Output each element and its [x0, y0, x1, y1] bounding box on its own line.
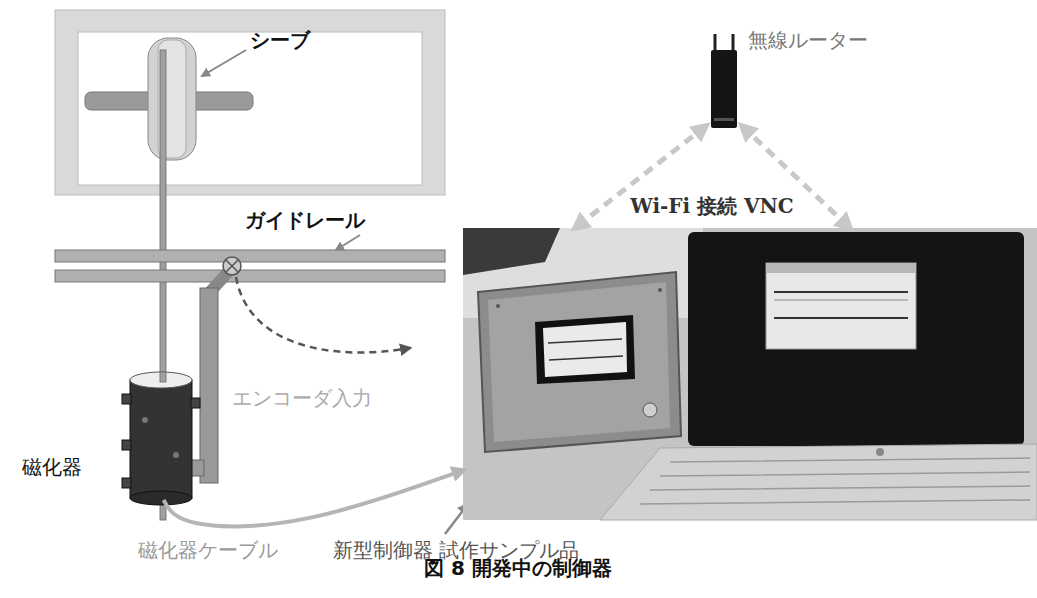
sheave	[148, 38, 196, 160]
part-label: シーブ	[250, 28, 310, 52]
node-label: 新型制御器 試作サンプル品	[333, 538, 579, 562]
figure-caption: 図 8 開発中の制御器	[424, 556, 612, 580]
encoder-signal-arrow	[236, 277, 410, 353]
wifi-connector	[575, 126, 706, 228]
node-label: 無線ルーター	[748, 28, 868, 52]
leader-line	[202, 50, 246, 76]
magnetizer-node: 磁化器	[18, 372, 200, 500]
router-icon	[711, 34, 737, 128]
controller-photo	[463, 228, 1037, 520]
wifi-connector	[742, 126, 850, 228]
router-node: 無線ルーター	[708, 32, 740, 130]
controller-node: 新型制御器 試作サンプル品	[463, 228, 1037, 520]
leader-line	[336, 235, 360, 250]
node-label: 磁化器	[22, 455, 82, 479]
signal-label: エンコーダ入力	[232, 386, 372, 410]
cable-connector	[164, 470, 463, 526]
hoist-frame	[55, 10, 445, 195]
guide-rail	[55, 250, 445, 282]
part-label: ガイドレール	[245, 208, 365, 232]
encoder-arm	[188, 270, 230, 483]
connector-label: Wi-Fi 接続 VNC	[627, 194, 796, 218]
magnetizer	[122, 372, 200, 505]
encoder-symbol	[223, 257, 241, 275]
connector-label: 磁化器ケーブル	[135, 538, 281, 562]
